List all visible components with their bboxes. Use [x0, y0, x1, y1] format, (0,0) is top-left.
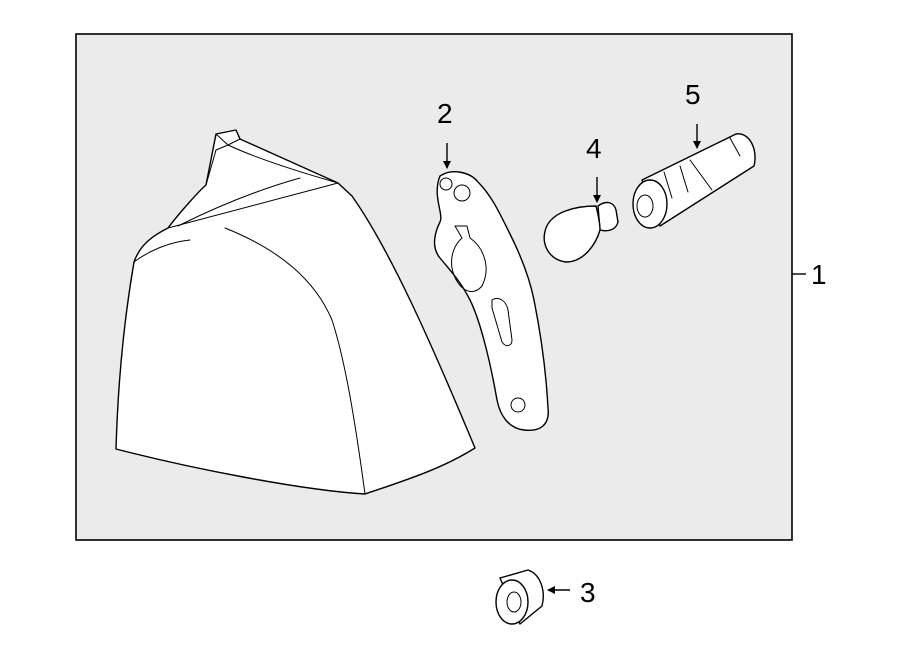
socket-gasket-plate: [433, 171, 549, 432]
callout-5: 5: [685, 79, 701, 110]
callout-1: 1: [811, 259, 827, 290]
callout-2: 2: [437, 98, 453, 129]
callout-4: 4: [586, 133, 602, 164]
tail-lamp-housing: [115, 129, 476, 495]
grommet: [495, 569, 544, 625]
callout-3: 3: [580, 577, 596, 608]
socket: [632, 133, 756, 229]
bulb: [543, 201, 619, 263]
